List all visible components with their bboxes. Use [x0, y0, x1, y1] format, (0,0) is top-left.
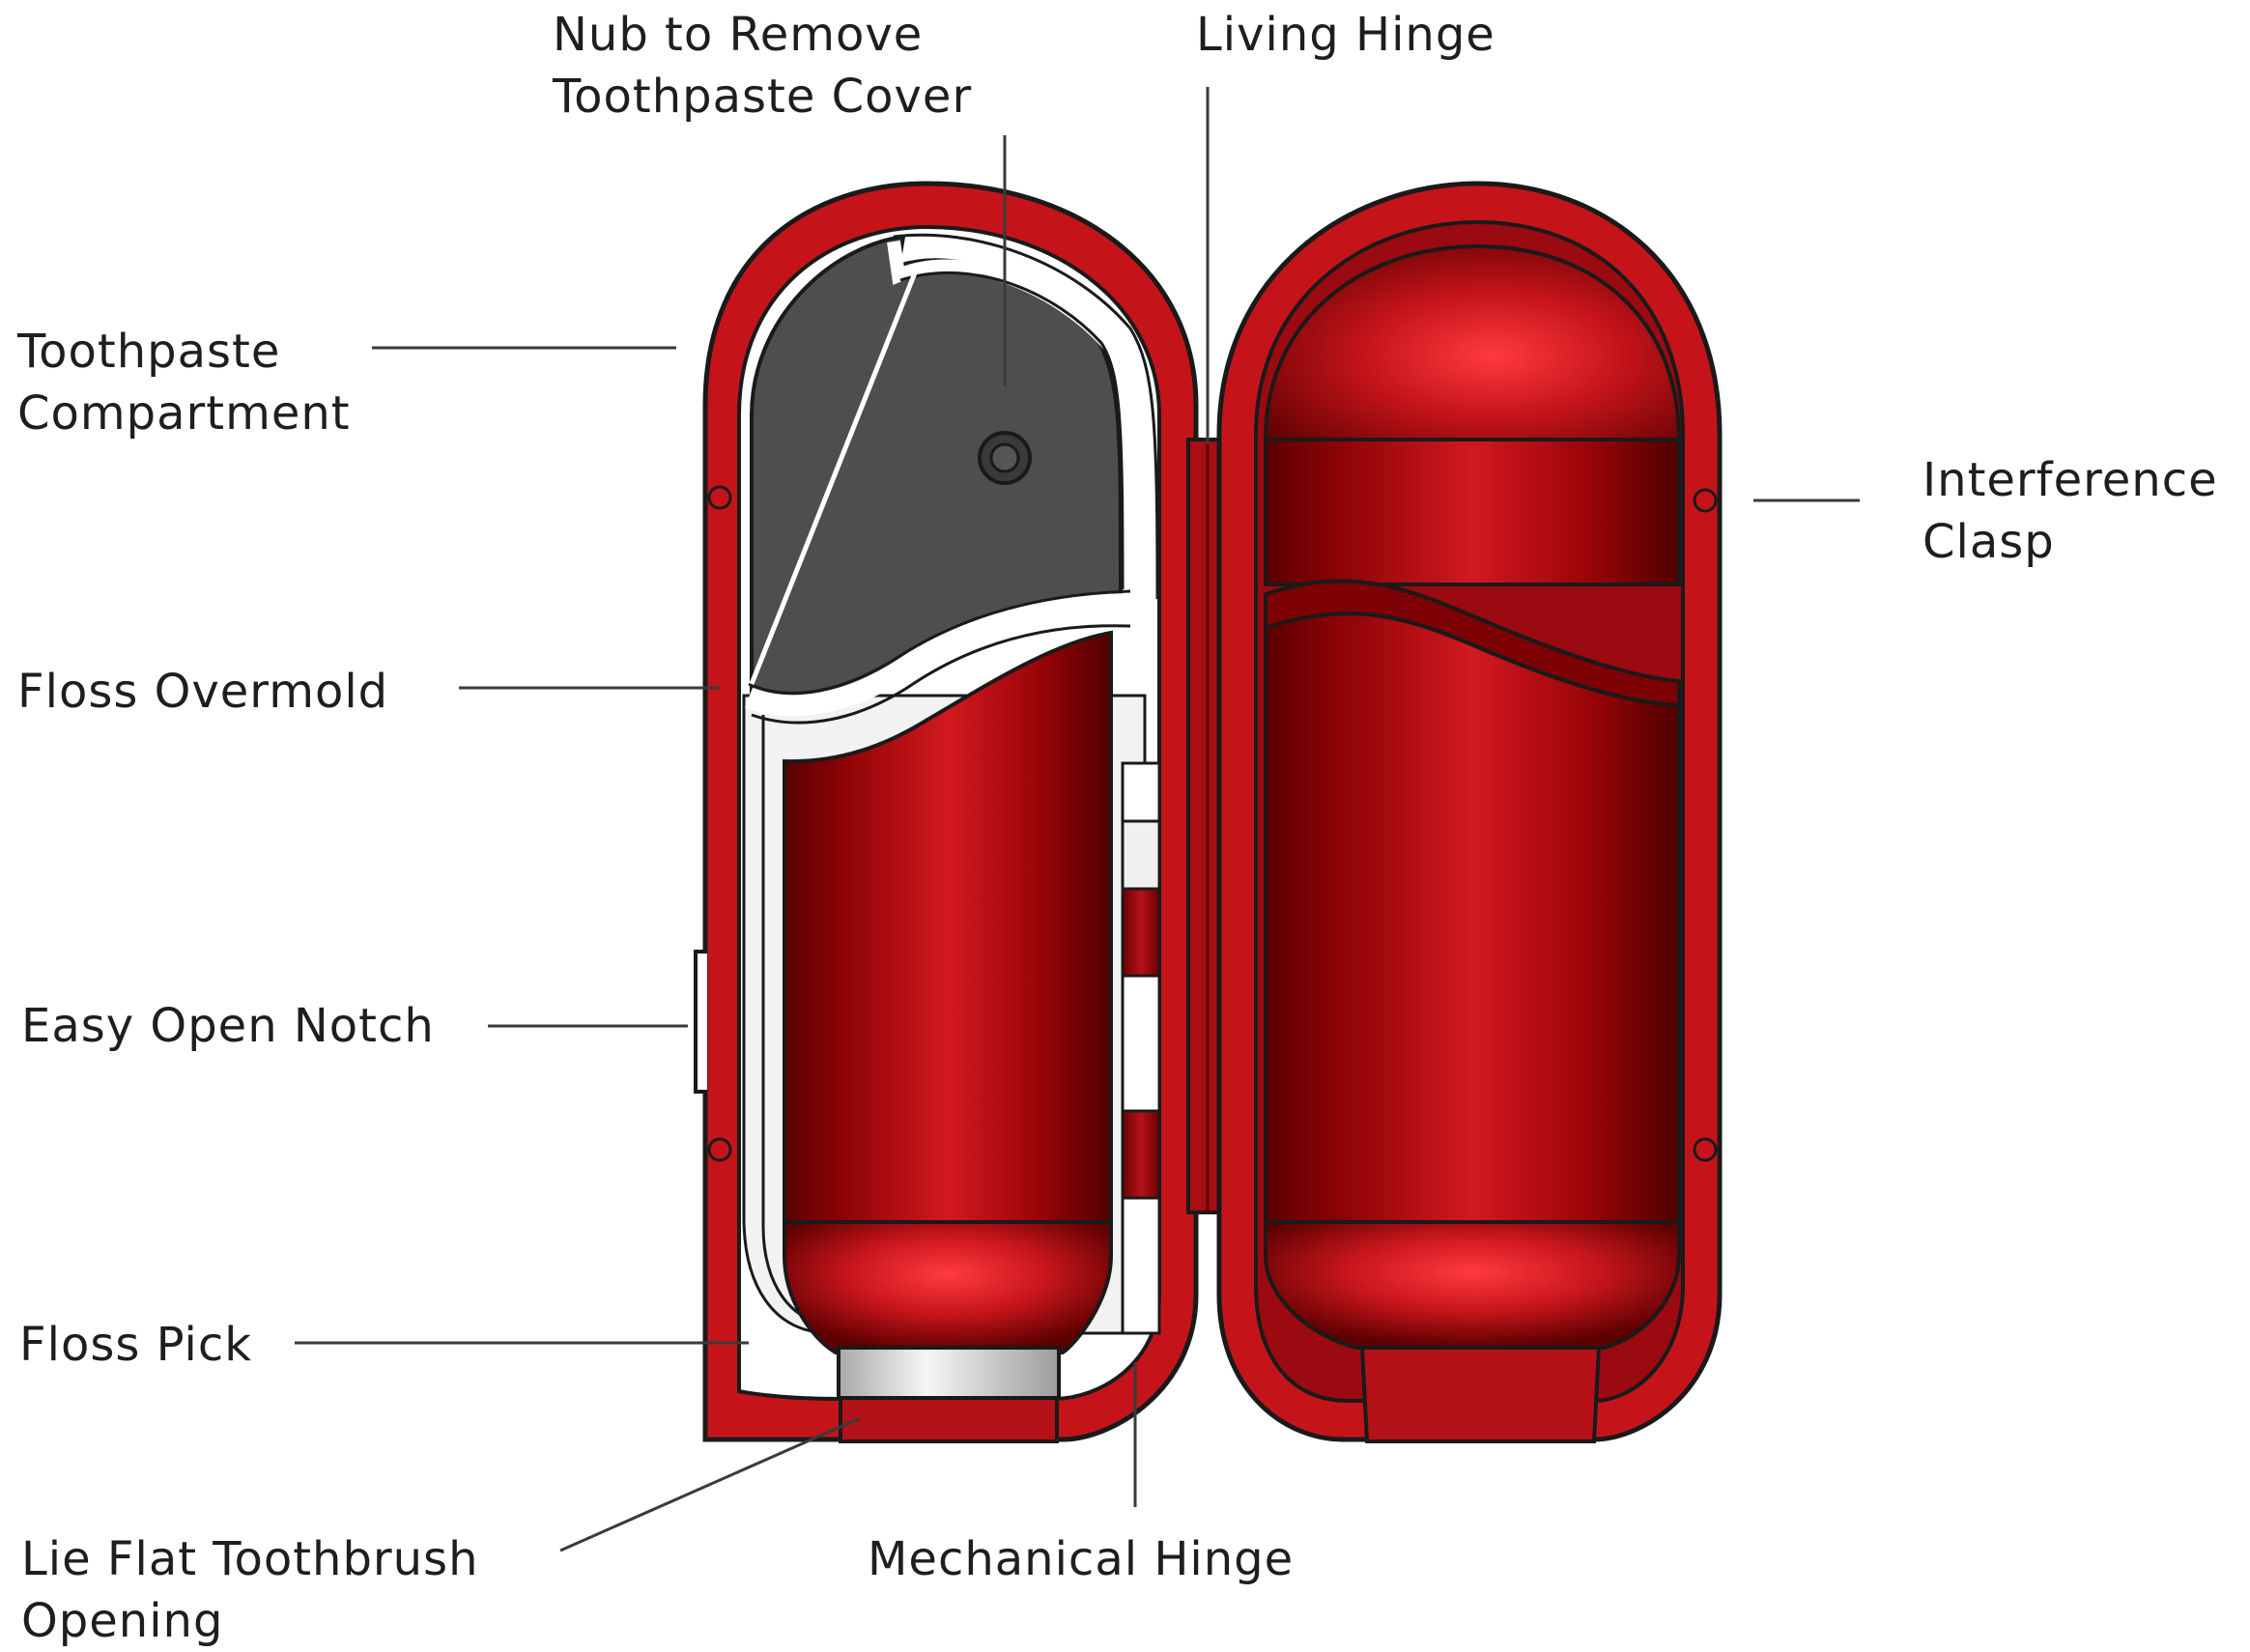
label-mechanical-hinge: Mechanical Hinge: [868, 1528, 1294, 1590]
label-nub-to-remove-toothpaste-cover: Nub to Remove Toothpaste Cover: [553, 4, 972, 128]
lie-flat-band: [839, 1348, 1059, 1398]
lie-flat-opening: [840, 1398, 1057, 1441]
easy-open-notch: [696, 952, 707, 1092]
label-easy-open-notch: Easy Open Notch: [21, 995, 435, 1057]
left-case-half: [696, 184, 1196, 1441]
label-floss-pick: Floss Pick: [19, 1314, 252, 1376]
label-floss-overmold: Floss Overmold: [17, 661, 388, 723]
label-toothpaste-compartment: Toothpaste Compartment: [17, 321, 351, 444]
right-case-half: [1219, 184, 1720, 1441]
label-interference-clasp: Interference Clasp: [1922, 449, 2218, 573]
label-living-hinge: Living Hinge: [1196, 4, 1495, 66]
toothpaste-cover-nub: [980, 433, 1030, 483]
mechanical-hinge: [1123, 763, 1159, 1333]
label-lie-flat-toothbrush-opening: Lie Flat Toothbrush Opening: [21, 1528, 479, 1652]
